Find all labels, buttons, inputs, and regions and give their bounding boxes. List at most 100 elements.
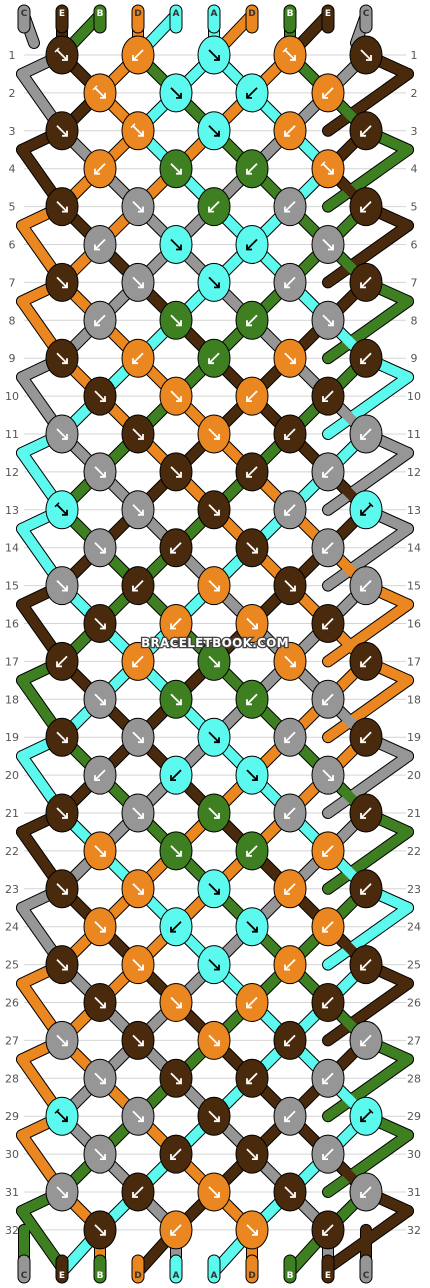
strand-end-top [93,4,107,34]
knot [273,111,307,151]
knot-arrow-head [290,585,296,592]
knot-arrow [170,1148,182,1160]
knot-arrow [56,1034,68,1047]
knot [349,111,383,151]
knot-arrow-head [322,1229,328,1236]
knot-arrow-head [214,585,220,592]
knot-arrow [284,731,296,743]
strand-letter-bottom: A [211,1271,218,1281]
knot [121,945,155,985]
knot-arrow [284,655,296,668]
row-label-right: 16 [407,618,421,631]
thread-segment [17,1205,67,1273]
knot-arrow-head [360,964,366,971]
knot-arrow [56,731,68,743]
knot-arrow-head [100,92,106,99]
knot [159,755,193,795]
row-label-right: 8 [411,314,418,327]
knot-arrow [170,542,182,554]
knot-arrow-head [290,661,296,668]
strand-letter-top: D [248,9,255,19]
knot-arrow [94,617,106,630]
knot-arrow [322,996,334,1009]
knot-arrow-head [322,850,328,857]
knot [349,187,383,227]
knot-arrow [246,769,258,781]
knot-arrow-head [360,130,366,137]
knot-arrow [284,276,296,289]
knot-arrow [208,352,220,364]
row-label-left: 20 [5,769,19,782]
knot [197,641,231,681]
knot-arrow-head [360,282,366,289]
knot-arrow-head [284,509,290,516]
knot [197,1020,231,1060]
row-label-right: 14 [407,542,421,555]
knot-arrow-head [100,1078,106,1085]
knot-arrow-head [246,168,252,175]
thread-segment [323,296,413,364]
knot [83,679,117,719]
knot-arrow-head [138,813,144,819]
knot-arrow-head [246,699,252,706]
knot-arrow [360,504,372,516]
knot [83,983,117,1022]
knot-arrow [94,163,106,175]
knot [197,945,231,985]
knot [45,1096,79,1136]
knot-arrow-head [214,1192,220,1198]
knot-arrow [208,579,220,592]
knot-arrow-tail [320,161,326,167]
strand-end-bottom [207,1254,221,1284]
knot-arrow [284,200,296,213]
knot-arrow-head [138,206,144,213]
knot-arrow-head [62,206,68,213]
knot [197,35,231,75]
knot-arrow-head [214,1040,220,1047]
knot [159,452,193,492]
knot-arrow-head [360,1040,366,1047]
row-label-left: 16 [5,618,19,631]
knot-arrow [360,655,372,668]
thread-segment [323,826,413,894]
knot-arrow [94,1148,106,1160]
knot-arrow [360,731,372,743]
knot-arrow-head [290,358,296,365]
knot-arrow [208,49,220,61]
knot-arrow-head [322,623,328,630]
knot-arrow-head [170,926,176,933]
knot-arrow [56,504,68,516]
knot-arrow [94,996,106,1009]
knot-arrow-head [62,1116,68,1123]
row-label-right: 21 [407,807,421,820]
knot-arrow [94,693,106,705]
knot-arrow [94,1072,106,1084]
knot [349,793,383,833]
thread-segment [323,447,413,515]
thread-segment [323,978,413,1046]
knot-arrow-tail [54,47,60,53]
strand-letter-top: E [59,9,65,19]
knot-arrow-head [62,888,68,895]
row-label-left: 15 [5,580,19,593]
strand-letter-top: C [21,9,28,19]
knot-arrow [284,504,296,516]
strand-letter-bottom: A [173,1271,180,1281]
knot-arrow-head [170,1229,176,1236]
knot-arrow-head [170,623,176,630]
strand-letter-bottom: B [287,1271,294,1281]
knot-arrow [246,693,258,705]
knot [45,1172,79,1212]
knot [235,983,269,1022]
knot [197,111,231,151]
thread-segment [323,372,413,439]
knot-arrow [360,579,372,592]
knot-arrow-head [100,1002,106,1009]
knot-arrow-head [176,850,182,857]
knot-arrow-head [284,888,290,895]
knot-arrow [94,390,106,402]
knot-arrow-head [246,471,252,478]
knot [235,528,269,568]
